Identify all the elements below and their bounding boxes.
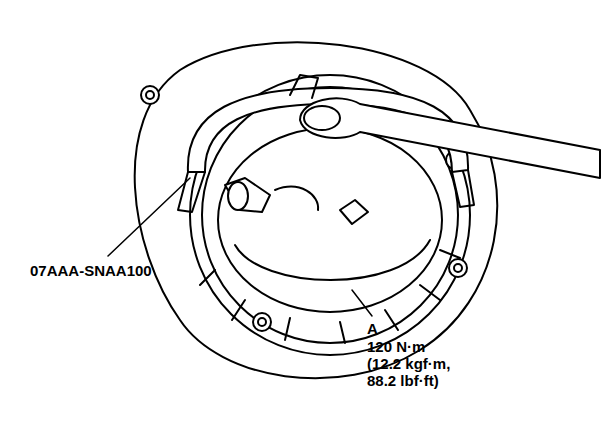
torque-spec: 120 N·m (12.2 kgf·m, 88.2 lbf·ft) [367,338,457,389]
callout-letter: A [367,320,378,337]
tool-number: 07AAA-SNAA100 [30,262,152,279]
